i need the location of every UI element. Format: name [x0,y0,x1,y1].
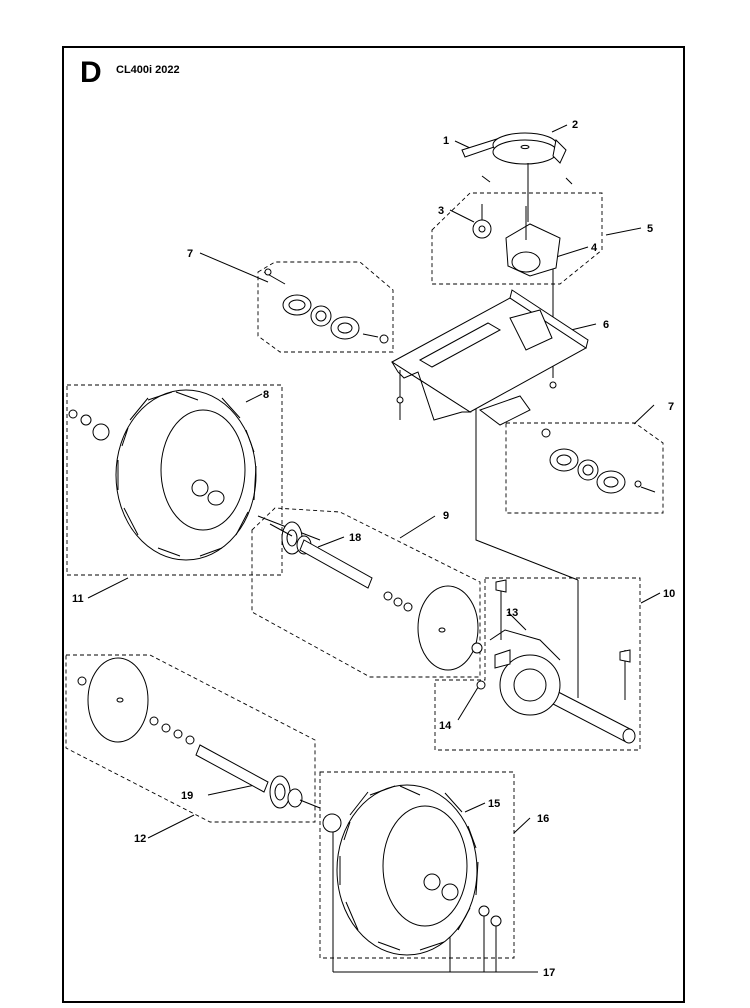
axle-shaft-lower [77,657,321,809]
callout-6: 6 [603,319,609,331]
group-box-9 [251,507,481,678]
axle-shaft-upper [269,521,483,671]
diagram-frame [62,46,685,1003]
group-box-10 [434,577,641,751]
rear-axle-assembly [476,579,636,744]
bearing-flange-left [263,268,389,344]
callout-12: 12 [134,833,146,845]
wheel-right [322,784,502,956]
group-box-16 [319,771,515,959]
callout-3: 3 [438,205,444,217]
callout-18: 18 [349,532,361,544]
group-box-11 [66,384,283,576]
pulley-assembly [461,132,573,222]
callout-labels: 1 2 3 4 5 6 7 7 8 9 10 11 12 13 14 15 16… [72,119,675,979]
model-title: CL400i 2022 [116,64,180,76]
group-box-12 [65,654,316,823]
callout-10: 10 [663,588,675,600]
callout-9: 9 [443,510,449,522]
callout-7-left: 7 [187,248,193,260]
callout-5: 5 [647,223,653,235]
wheel-left [68,389,321,561]
callout-4: 4 [591,242,598,254]
gearbox-assembly [472,204,561,277]
callout-14: 14 [439,720,452,732]
callout-8: 8 [263,389,269,401]
callout-13: 13 [506,607,518,619]
callout-17: 17 [543,967,555,979]
callout-11: 11 [72,593,84,605]
callout-7-right: 7 [668,401,674,413]
callout-19: 19 [181,790,193,802]
group-box-7-right [505,422,664,514]
callout-2: 2 [572,119,578,131]
bearing-flange-right [541,428,656,494]
group-box-7-left [257,261,394,353]
mounting-plate [391,289,589,426]
callout-15: 15 [488,798,500,810]
callout-1: 1 [443,135,449,147]
section-letter: D [80,56,102,89]
callout-16: 16 [537,813,549,825]
leader-lines [87,124,661,973]
